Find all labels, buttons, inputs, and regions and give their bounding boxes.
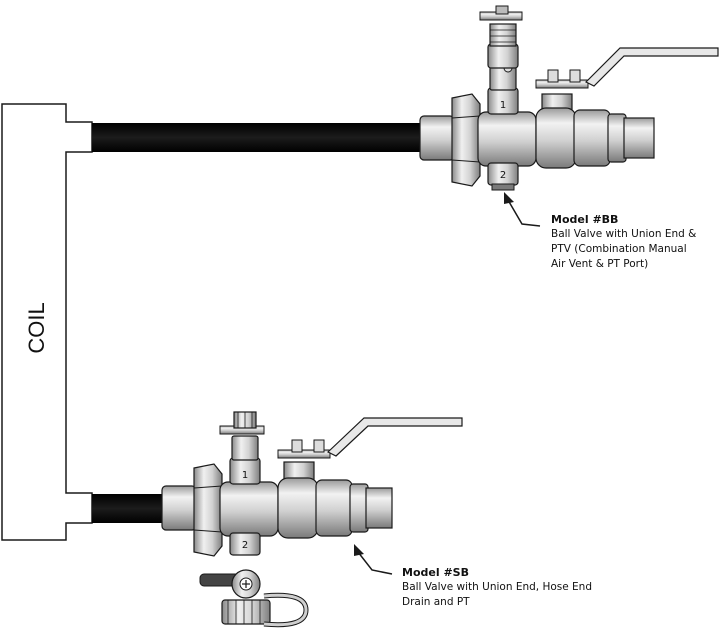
valve-bb-port-1: 1	[500, 100, 506, 111]
valve-sb-port-2: 2	[242, 540, 248, 551]
valve-bb-handle	[584, 47, 719, 87]
supply-pipe-bottom	[92, 494, 167, 523]
callout-model-bb: Model #BB Ball Valve with Union End & PT…	[551, 212, 716, 272]
model-sb-desc-line-2: Drain and PT	[402, 596, 470, 608]
valve-sb-port-1: 1	[242, 470, 248, 481]
callout-model-sb: Model #SB Ball Valve with Union End, Hos…	[402, 565, 602, 610]
valve-sb: 1 2	[161, 411, 463, 628]
model-sb-desc-line-1: Ball Valve with Union End, Hose End	[402, 581, 592, 593]
valve-sb-handle	[326, 417, 463, 457]
callout-arrow-sb	[354, 544, 393, 575]
model-sb-title: Model #SB	[402, 566, 469, 579]
coil-label: COIL	[24, 302, 49, 353]
model-bb-desc-line-2: PTV (Combination Manual	[551, 243, 687, 255]
callout-arrow-bb	[504, 192, 541, 227]
model-bb-desc-line-1: Ball Valve with Union End &	[551, 228, 697, 240]
model-bb-title: Model #BB	[551, 213, 619, 226]
coil: COIL	[1, 103, 93, 541]
valve-bb-port-2: 2	[500, 170, 506, 181]
model-bb-desc-line-3: Air Vent & PT Port)	[551, 258, 649, 270]
valve-bb: 1 2	[419, 5, 719, 191]
supply-pipe-top	[92, 123, 422, 152]
